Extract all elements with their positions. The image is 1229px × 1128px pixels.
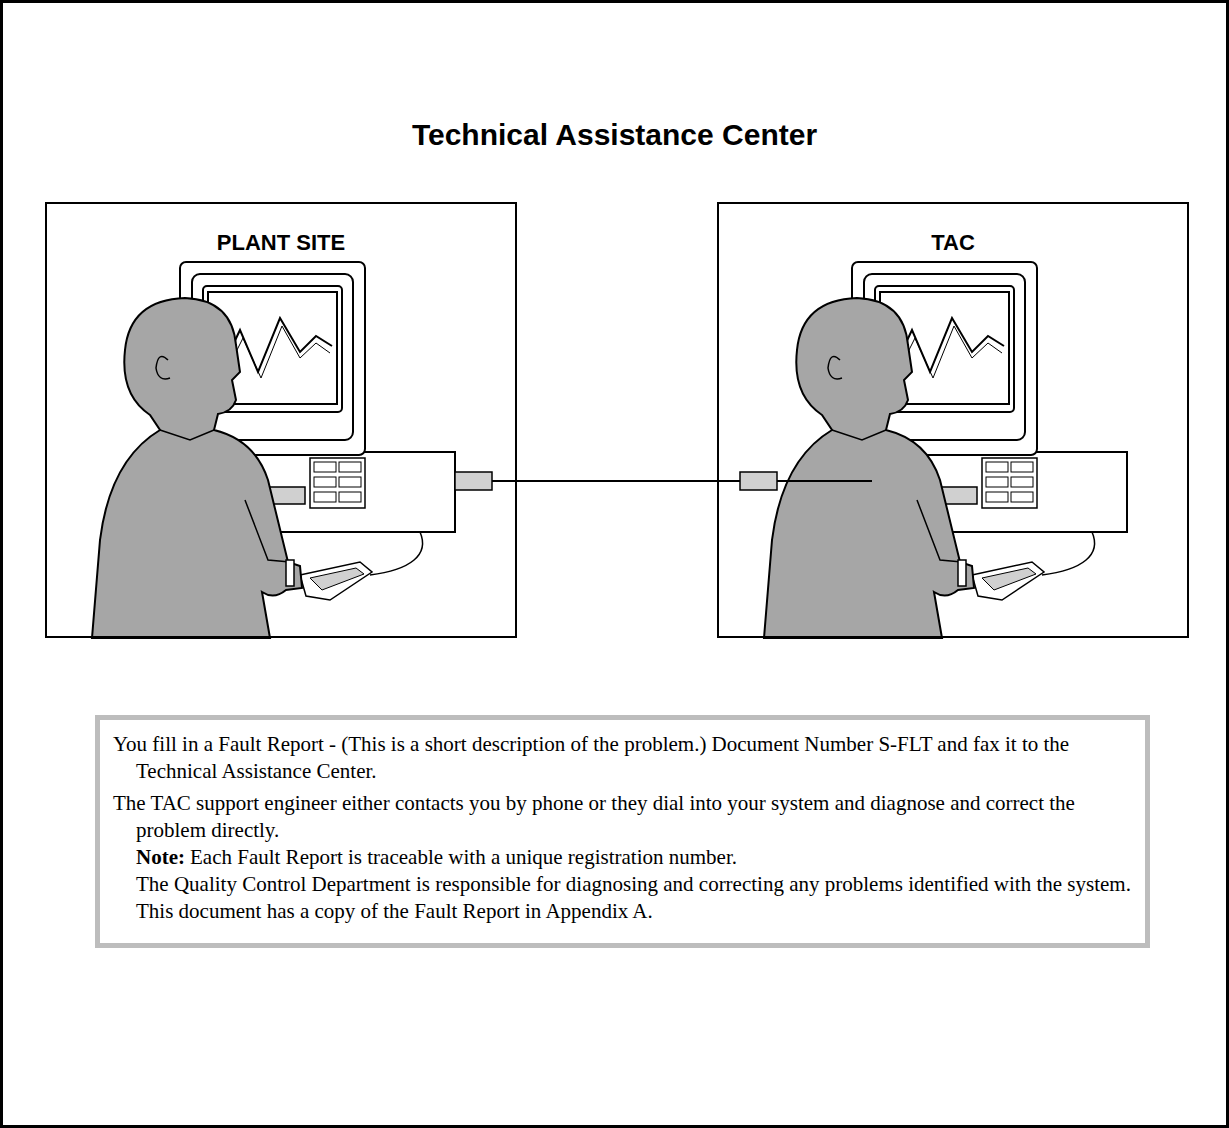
site-box: TAC (717, 202, 1189, 638)
note-line: Note:Each Fault Report is traceable with… (113, 844, 1135, 871)
instruction-text: The Quality Control Department is respon… (113, 871, 1135, 898)
instruction-text: The TAC support engineer either contacts… (113, 790, 1135, 844)
site-heading: TAC (719, 230, 1187, 256)
instruction-text: This document has a copy of the Fault Re… (113, 898, 1135, 925)
communication-line (517, 481, 717, 482)
site-box: PLANT SITE (45, 202, 517, 638)
note-label: Note: (136, 845, 185, 869)
note-box: You fill in a Fault Report - (This is a … (95, 715, 1150, 948)
note-text: Each Fault Report is traceable with a un… (190, 845, 737, 869)
site-heading: PLANT SITE (47, 230, 515, 256)
diagram-title: Technical Assistance Center (0, 118, 1229, 152)
instruction-text: You fill in a Fault Report - (This is a … (113, 731, 1135, 785)
